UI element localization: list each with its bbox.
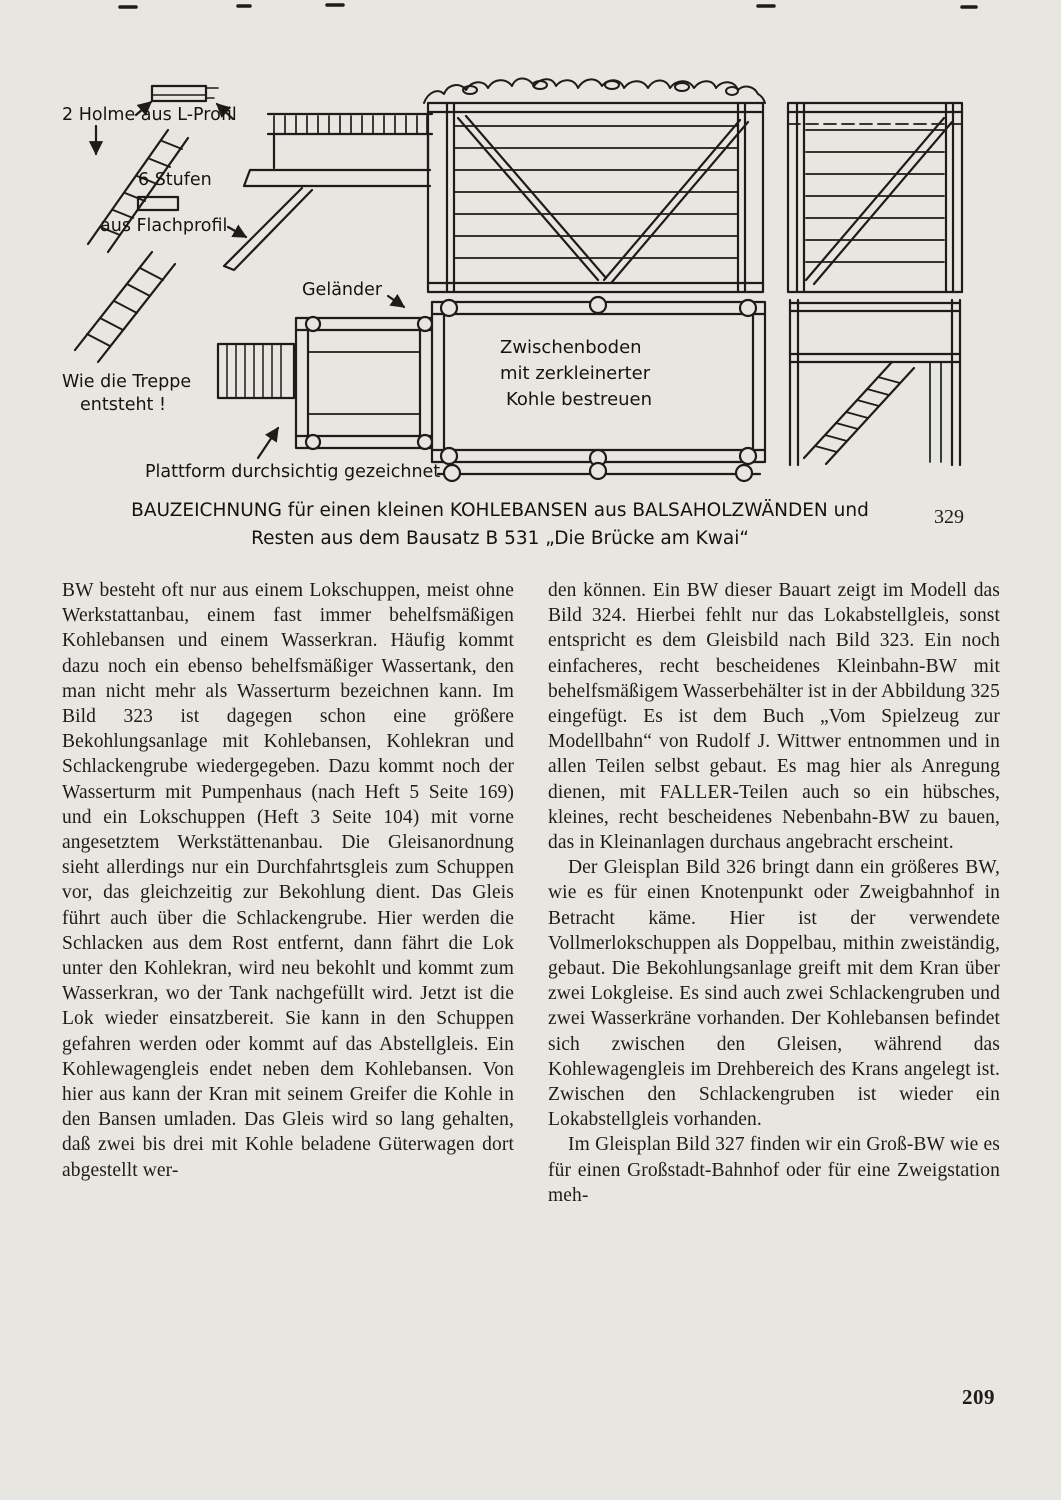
figure-number: 329	[934, 506, 964, 528]
arrow	[386, 293, 406, 309]
arrow	[226, 224, 248, 239]
holme-icon	[134, 84, 235, 121]
front-elevation	[423, 77, 766, 294]
side-elevation	[786, 101, 964, 294]
label-treppe-line2: entsteht !	[80, 395, 166, 415]
stairs-side-view	[788, 298, 962, 467]
paragraph: Im Gleisplan Bild 327 finden wir ein Gro…	[548, 1134, 1000, 1206]
label-zwischenboden-line1: Zwischenboden	[500, 337, 642, 358]
paragraph: Der Gleisplan Bild 326 bringt dann ein g…	[548, 857, 1000, 1131]
figure-caption-line1: BAUZEICHNUNG für einen kleinen KOHLEBANS…	[131, 500, 869, 521]
scan-edge-marks	[118, 3, 978, 9]
label-holme: 2 Holme aus L-Profil	[62, 105, 237, 125]
arrow	[134, 100, 153, 117]
page-number: 209	[962, 1385, 995, 1409]
text-column-left: BW besteht oft nur aus einem Lokschuppen…	[62, 578, 514, 1208]
label-plattform: Plattform durchsichtig gezeichnet	[145, 462, 441, 482]
flat-profile-sample	[136, 195, 248, 239]
label-stufen: 6 Stufen	[138, 170, 212, 190]
coal-fill	[423, 77, 766, 104]
ladder-sketch-bottom	[73, 250, 177, 364]
paragraph: den können. Ein BW dieser Bauart zeigt i…	[548, 580, 1000, 854]
plan-view	[430, 295, 767, 483]
arrow	[215, 102, 235, 121]
figure-caption-line2: Resten aus dem Bausatz B 531 „Die Brücke…	[251, 528, 749, 549]
label-zwischenboden: Zwischenboden mit zerkleinerter Kohle be…	[500, 335, 652, 413]
label-flachprofil: aus Flachprofil	[100, 216, 228, 236]
body-text: BW besteht oft nur aus einem Lokschuppen…	[62, 578, 1000, 1208]
construction-drawing	[73, 3, 978, 483]
platform-plan	[216, 315, 434, 460]
platform-railing	[222, 112, 434, 272]
ladder-sketch-top	[86, 124, 190, 254]
text-column-right: den können. Ein BW dieser Bauart zeigt i…	[548, 578, 1000, 1208]
label-gelaender: Geländer	[302, 280, 383, 300]
label-zwischenboden-line2: mit zerkleinerter	[500, 363, 651, 384]
label-treppe-line1: Wie die Treppe	[62, 372, 192, 392]
label-zwischenboden-line3: Kohle bestreuen	[506, 389, 653, 410]
paragraph: BW besteht oft nur aus einem Lokschuppen…	[62, 580, 514, 1181]
figure-caption: BAUZEICHNUNG für einen kleinen KOHLEBANS…	[0, 497, 1000, 553]
arrow	[256, 426, 280, 460]
